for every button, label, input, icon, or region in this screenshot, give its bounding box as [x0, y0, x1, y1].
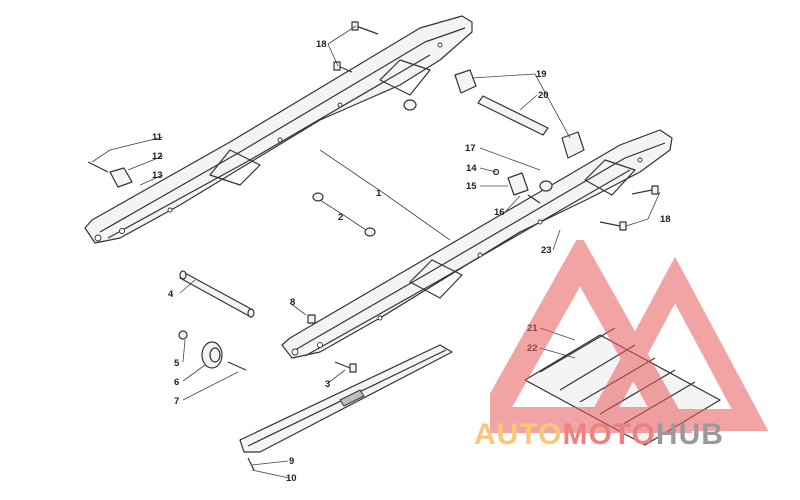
callout-5: 5: [174, 358, 180, 369]
cross-shaft: [179, 270, 255, 318]
callout-6: 6: [174, 377, 179, 388]
watermark-word-hub: HUB: [655, 418, 724, 451]
callout-1: 1: [376, 188, 382, 199]
front-wheel: [178, 330, 247, 371]
callout-9: 9: [289, 456, 294, 467]
callout-7: 7: [174, 396, 179, 407]
callout-13: 13: [152, 170, 163, 181]
callout-4: 4: [168, 289, 174, 300]
bolts: [247, 21, 659, 471]
callout-23: 23: [541, 245, 552, 256]
bumper-block-left: [87, 161, 133, 188]
callout-8: 8: [290, 297, 295, 308]
callout-18-top: 18: [316, 39, 327, 50]
watermark-word-auto: AUTO: [474, 418, 563, 451]
callout-2: 2: [338, 212, 343, 223]
watermark-triangle-right: [581, 256, 769, 431]
callout-19: 19: [536, 69, 547, 80]
callout-12: 12: [152, 151, 163, 162]
callout-16: 16: [494, 207, 505, 218]
left-rail: [84, 15, 473, 244]
callout-15: 15: [466, 181, 477, 192]
bumper-block-right: [507, 172, 553, 204]
slide-rail: [239, 344, 453, 453]
washers: [312, 192, 376, 237]
watermark-word-moto: MOTO: [562, 418, 656, 451]
watermark-wordmark: AUTOMOTOHUB: [474, 418, 724, 452]
callout-17: 17: [465, 143, 476, 154]
leader-lines: [91, 25, 661, 479]
watermark-logo: [490, 240, 769, 433]
callout-11: 11: [152, 132, 163, 143]
callout-14: 14: [466, 163, 477, 174]
callout-18-right: 18: [660, 214, 671, 225]
callout-20: 20: [538, 90, 549, 101]
callout-10: 10: [286, 473, 297, 484]
rear-shaft: [403, 69, 585, 159]
right-rail: [281, 129, 673, 359]
callout-3: 3: [325, 379, 330, 390]
watermark-triangle-left: [490, 240, 693, 433]
